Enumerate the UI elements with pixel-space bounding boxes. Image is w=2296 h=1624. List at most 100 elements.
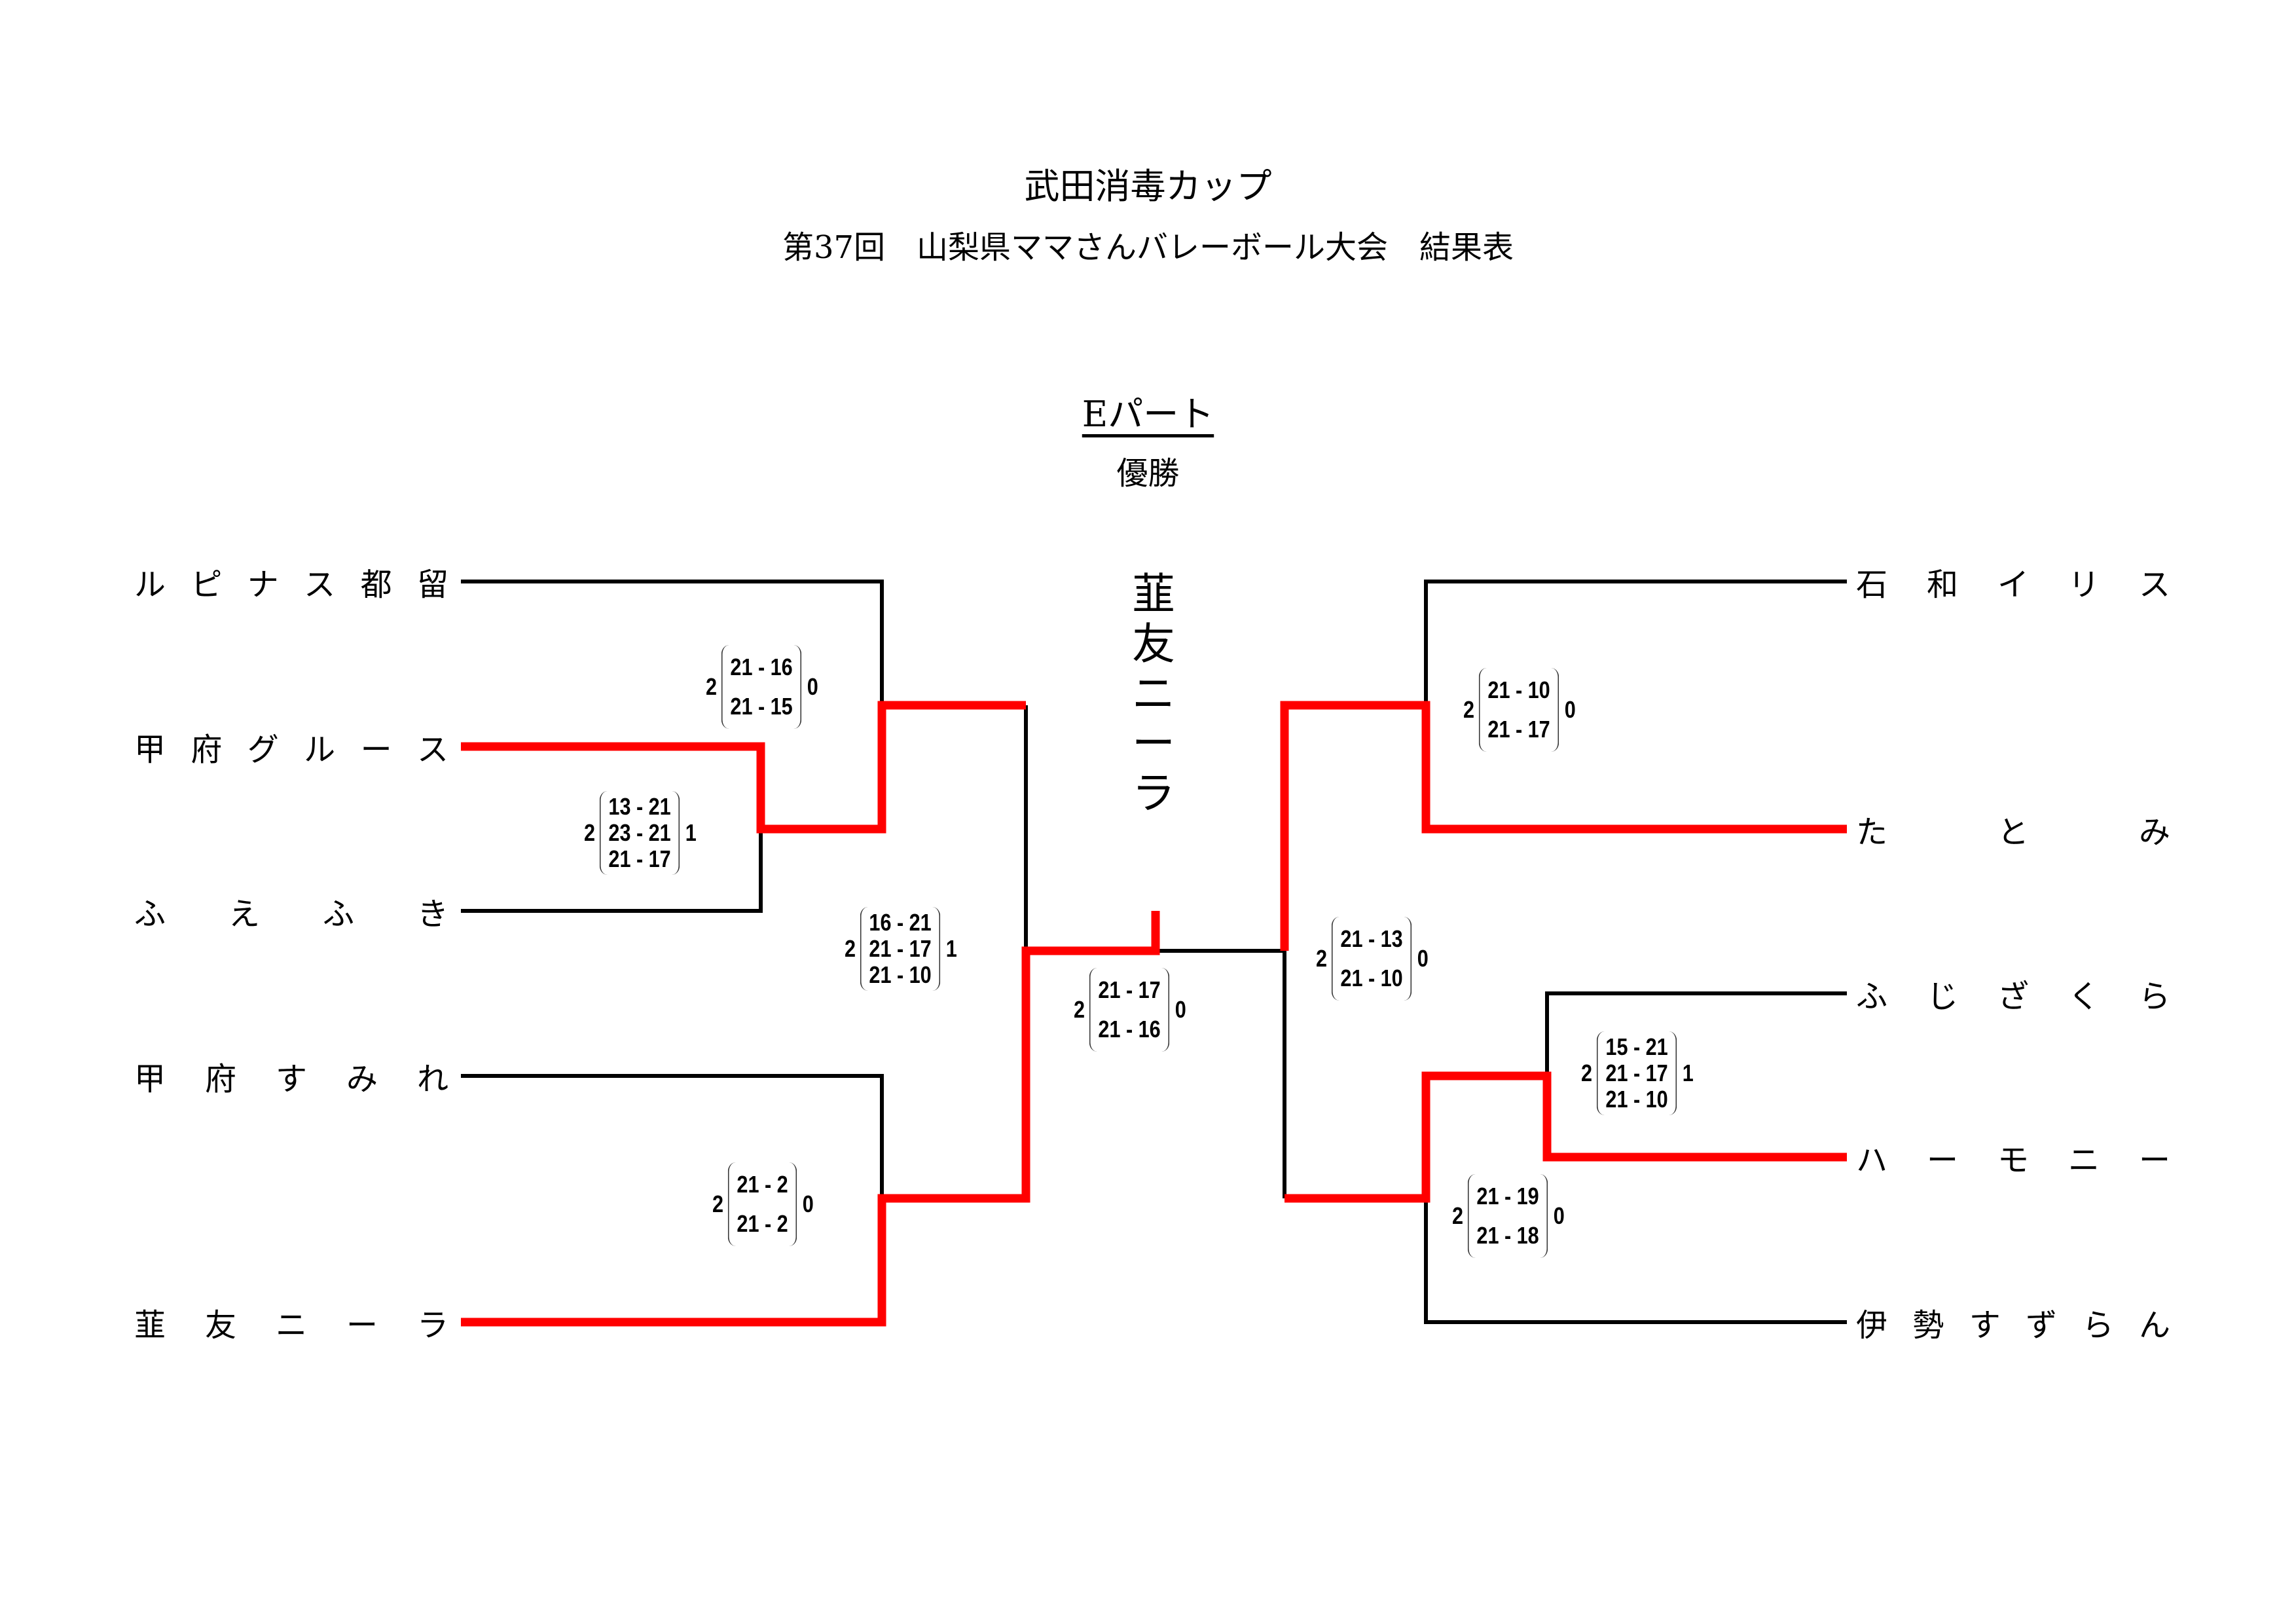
team-name-char: た [1856,814,1888,851]
team-name-char: す [1969,1307,2001,1344]
team-name-char: ル [304,731,336,768]
team-name-char: 石 [1856,566,1888,603]
line-fujizakura [1545,991,1847,1076]
score-r-r2a: 2 21 - 10 21 - 17 0 [1463,668,1576,752]
sets-lost: 0 [807,673,818,700]
sets-lost: 0 [1417,945,1429,972]
team-right-4: 伊勢すずらん [1856,1302,2170,1344]
page-title: 武田消毒カップ [1024,166,1272,207]
team-name-char: ざ [1997,978,2029,1015]
set-scores: 21 - 2 21 - 2 [727,1162,797,1246]
set-scores: 21 - 13 21 - 10 [1331,917,1412,1001]
part-heading: Eパート [0,385,2296,437]
set-score: 21 - 17 [1098,976,1161,1003]
team-right-0: 石和イリス [1856,562,2170,603]
team-name-char: じ [1926,978,1958,1015]
set-score: 21 - 16 [730,654,793,680]
team-name-char: れ [416,1061,448,1098]
set-score: 21 - 10 [1605,1086,1668,1113]
line-lupinus [461,580,884,705]
set-score: 21 - 18 [1476,1222,1539,1249]
set-score: 21 - 2 [737,1210,788,1237]
set-score: 13 - 21 [608,793,671,820]
set-scores: 21 - 17 21 - 16 [1089,968,1170,1052]
sets-lost: 0 [1553,1202,1565,1229]
winner-path-grus [461,701,1026,834]
set-score: 21 - 10 [1340,965,1403,991]
sets-lost: 0 [1175,996,1186,1023]
champion-name: 韮友ニーラ [1132,569,1175,819]
set-scores: 21 - 19 21 - 18 [1467,1174,1548,1258]
team-left-2: ふえふき [134,891,448,932]
set-score: 21 - 17 [869,935,932,962]
score-r-r2b: 2 21 - 19 21 - 18 0 [1452,1174,1565,1258]
team-name-char: 韮 [134,1307,166,1344]
team-name-char: ふ [134,896,166,932]
team-name-char: 府 [191,731,223,768]
team-name-char: 伊 [1856,1307,1888,1344]
winner-path-nira [461,911,1160,1327]
team-left-0: ルピナス都留 [134,562,448,603]
sets-lost: 0 [1564,696,1576,723]
team-name-char: ス [2138,566,2170,603]
set-score: 21 - 16 [1098,1016,1161,1043]
team-name-char: ー [346,1307,378,1344]
line-ise [1424,1198,1847,1324]
set-score: 15 - 21 [1605,1033,1668,1060]
team-name-char: ス [416,731,448,768]
team-name-char: と [1997,814,2029,851]
set-score: 16 - 21 [869,909,932,936]
set-score: 21 - 15 [730,693,793,720]
team-name-char: 甲 [134,1061,166,1098]
set-score: 21 - 17 [1487,716,1550,743]
team-name-char: ー [2138,1142,2170,1179]
team-left-4: 韮友ニーラ [134,1302,448,1344]
sets-won: 2 [1452,1202,1464,1229]
team-name-char: ニ [275,1307,307,1344]
score-l-r2b: 2 21 - 2 21 - 2 0 [712,1162,814,1246]
team-name-char: ラ [416,1307,448,1344]
line-fuefuki [461,829,763,913]
sets-won: 2 [712,1190,724,1217]
team-name-char: 甲 [134,731,166,768]
part-label: Eパート [1082,394,1214,435]
team-name-char: く [2068,978,2100,1015]
set-score: 21 - 19 [1476,1183,1539,1209]
sets-won: 2 [1316,945,1328,972]
set-score: 21 - 2 [737,1171,788,1198]
sets-won: 2 [584,819,596,846]
sets-lost: 1 [685,819,697,846]
team-name-char: 留 [416,566,448,603]
team-name-char: 府 [204,1061,236,1098]
set-scores: 21 - 16 21 - 15 [721,645,802,729]
score-r-sf: 2 21 - 13 21 - 10 0 [1316,917,1429,1001]
set-score: 23 - 21 [608,819,671,846]
team-name-char: ニ [2068,1142,2100,1179]
team-right-1: たとみ [1856,809,2170,851]
team-name-char: ず [2026,1307,2058,1344]
team-name-char: み [2138,814,2170,851]
winner-path-tatomi [1280,701,1847,951]
sets-won: 2 [1463,696,1475,723]
team-name-char: 勢 [1912,1307,1944,1344]
team-name-char: 都 [360,566,392,603]
set-score: 21 - 10 [869,961,932,988]
team-name-char: ん [2138,1307,2170,1344]
sets-won: 2 [706,673,718,700]
set-score: 21 - 10 [1487,676,1550,703]
set-score: 21 - 13 [1340,925,1403,952]
team-left-1: 甲府グルース [134,727,448,768]
team-name-char: リ [2068,566,2100,603]
team-name-char: ら [2138,978,2170,1015]
team-name-char: ら [2082,1307,2114,1344]
team-name-char: モ [1997,1142,2029,1179]
team-name-char: ふ [322,896,354,932]
champion-label: 優勝 [1116,455,1180,492]
sets-lost: 0 [802,1190,814,1217]
team-left-3: 甲府すみれ [134,1056,448,1098]
team-name-char: ピ [191,566,223,603]
line-sumire [461,1074,884,1198]
sets-lost: 1 [1682,1060,1694,1086]
